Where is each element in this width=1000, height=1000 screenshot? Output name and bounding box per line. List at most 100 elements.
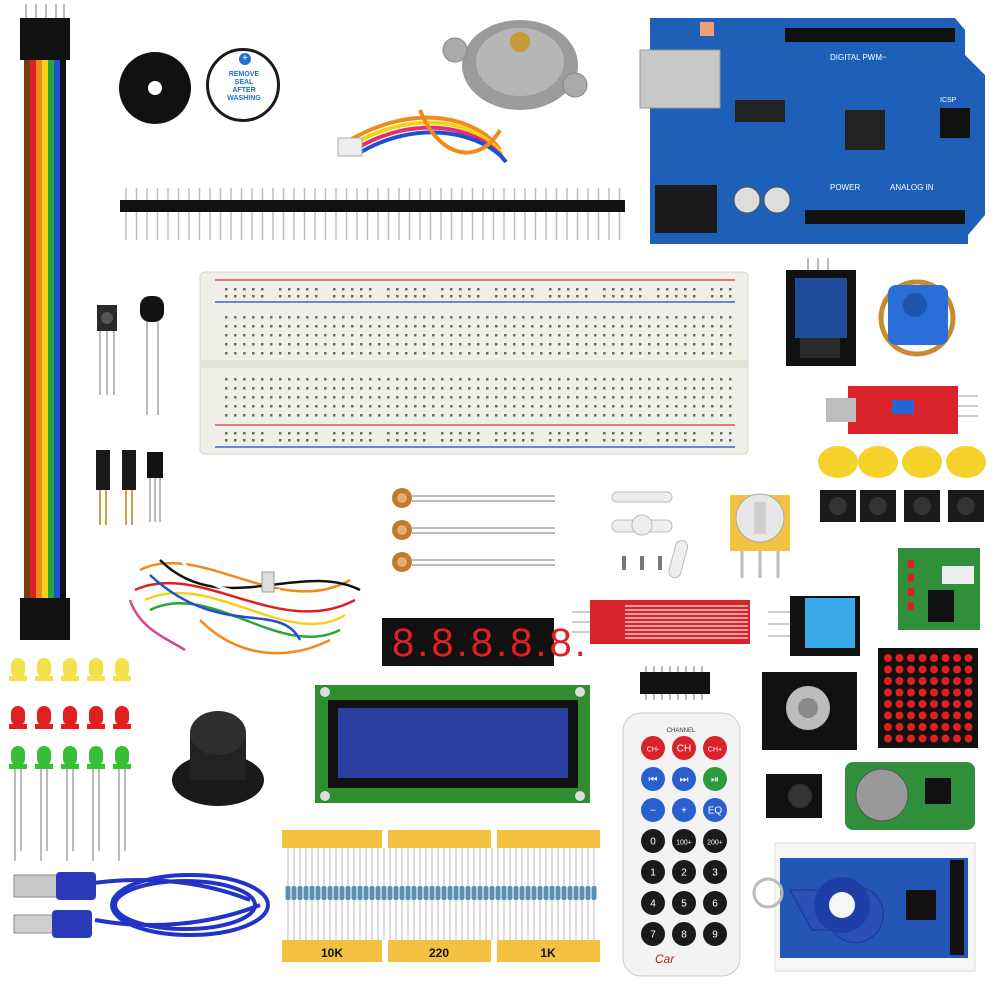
photoresistors: [392, 488, 555, 572]
seven-segment-display: 8.8.8.8.8.: [382, 618, 586, 666]
remote-button-label: 0: [650, 837, 656, 848]
resistor-label-10k: 10K: [321, 946, 343, 960]
stepper-driver-board: [898, 548, 980, 630]
remote-button-label: 7: [650, 930, 656, 941]
sticker-line-4: WASHING: [227, 95, 261, 102]
remote-button-label: −: [650, 806, 656, 817]
ir-led: [140, 296, 164, 415]
remote-button-label: 2: [681, 868, 687, 879]
remote-button-label: EQ: [708, 806, 723, 817]
remote-button-label: 200+: [707, 840, 723, 847]
photoresistor: [392, 488, 555, 508]
arduino-digital-label: DIGITAL PWM~: [830, 53, 887, 62]
push-button: [946, 446, 986, 522]
remote-button-label: 5: [681, 899, 687, 910]
rainbow-ribbon-cable: [20, 4, 70, 640]
remote-button: +: [672, 798, 696, 822]
tilt-switches: [96, 450, 163, 525]
remote-button: 6: [703, 891, 727, 915]
arduino-power-label: POWER: [830, 183, 860, 192]
remove-seal-sticker: + REMOVE SEAL AFTER WASHING: [206, 48, 280, 122]
push-buttons: [818, 446, 986, 522]
dht11-sensor: [768, 596, 860, 656]
resistor-strips: 10K 220 1K: [282, 830, 600, 962]
remote-button-label: +: [681, 806, 687, 817]
led-matrix-8x8: [878, 648, 978, 748]
led: [61, 658, 79, 681]
push-button: [818, 446, 858, 522]
breadboard: [199, 271, 749, 455]
remote-button: 5: [672, 891, 696, 915]
servo-motor: [878, 279, 956, 357]
remote-button-label: 1: [650, 868, 656, 879]
remote-button: 8: [672, 922, 696, 946]
led: [35, 746, 53, 861]
remote-button: CH: [672, 736, 696, 760]
led: [35, 706, 53, 729]
remote-button: ⏮: [641, 767, 665, 791]
sticker-line-2: SEAL: [234, 79, 254, 86]
remote-button: −: [641, 798, 665, 822]
stepper-motor: [337, 20, 588, 164]
rtc-clock-module: [845, 762, 975, 830]
jumper-wires-bundle: [128, 549, 361, 655]
remote-brand: Car: [655, 952, 675, 966]
remote-button: CH+: [703, 736, 727, 760]
ir-remote: CHANNEL CH- CH CH+ ⏮ ⏭ ⏯ − + EQ 0 100+ 200+ 1 2 3 4 5 6 7 8…: [622, 712, 741, 977]
rfid-module: [752, 842, 976, 972]
remote-button: 3: [703, 860, 727, 884]
remote-button-label: 9: [712, 930, 718, 941]
remote-button: 9: [703, 922, 727, 946]
ic-chip: [640, 666, 710, 700]
remote-button-label: ⏮: [649, 775, 658, 786]
plus-icon: +: [239, 53, 251, 65]
remote-button-label: 4: [650, 899, 656, 910]
male-header-strip: [120, 188, 625, 240]
remote-button-label: CH: [677, 744, 691, 755]
relay-module: [786, 258, 856, 366]
led: [9, 658, 27, 681]
remote-button: ⏯: [703, 767, 727, 791]
push-button: [902, 446, 942, 522]
remote-button: 100+: [672, 829, 696, 853]
push-button: [858, 446, 898, 522]
led: [87, 746, 105, 861]
led-array: [9, 658, 131, 861]
buzzer: [119, 52, 191, 124]
remote-channel-label: CHANNEL: [667, 728, 696, 734]
lcd-1602-module: [315, 685, 590, 803]
remote-button: 4: [641, 891, 665, 915]
remote-button: 200+: [703, 829, 727, 853]
arduino-uno-board: POWER ANALOG IN DIGITAL PWM~ ICSP: [639, 18, 985, 244]
remote-button: 7: [641, 922, 665, 946]
usb-cable: [13, 872, 270, 938]
remote-button-label: 100+: [676, 840, 692, 847]
photoresistor: [392, 552, 555, 572]
led: [9, 746, 27, 861]
joystick-cap: [172, 711, 264, 806]
remote-button-label: 3: [712, 868, 718, 879]
sticker-line-1: REMOVE: [228, 71, 260, 78]
remote-button: ⏭: [672, 767, 696, 791]
joystick-module: [762, 672, 857, 750]
sticker-line-3: AFTER: [232, 87, 256, 94]
remote-button-label: 8: [681, 930, 687, 941]
remote-button-label: ⏭: [680, 775, 689, 786]
sound-sensor-module: [826, 386, 978, 434]
remote-button: 1: [641, 860, 665, 884]
resistor-label-1k: 1K: [540, 946, 556, 960]
arduino-icsp-label: ICSP: [940, 97, 957, 104]
water-level-sensor: [572, 600, 750, 644]
led: [113, 706, 131, 729]
servo-horns: [611, 491, 689, 579]
remote-button-label: ⏯: [711, 775, 719, 786]
led: [9, 706, 27, 729]
remote-button-label: CH-: [647, 747, 660, 754]
led: [35, 658, 53, 681]
ir-receiver: [97, 305, 117, 395]
ir-receiver-module: [766, 774, 822, 818]
led: [61, 746, 79, 861]
led: [113, 746, 131, 861]
led: [113, 658, 131, 681]
